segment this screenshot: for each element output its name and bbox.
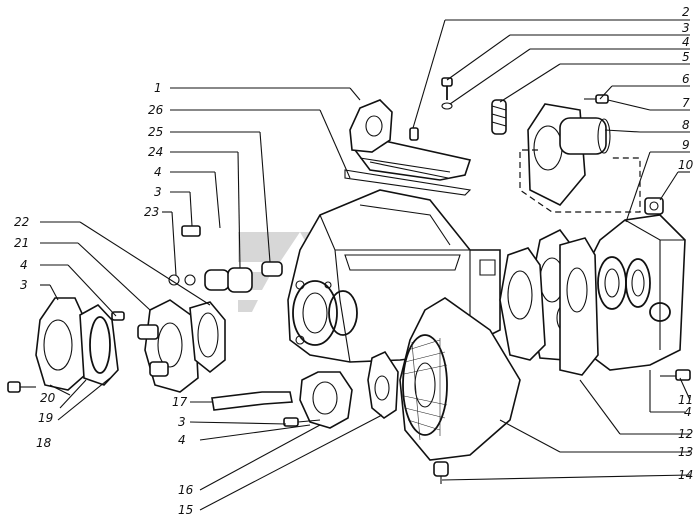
callout-4-left-upper: 4: [154, 165, 162, 179]
callout-4: 4: [682, 35, 690, 49]
left-cover: [7, 297, 125, 393]
callout-4-right: 4: [684, 405, 692, 419]
callout-3-lower: 3: [178, 415, 186, 429]
filter-assembly: [519, 94, 641, 213]
callout-6: 6: [682, 72, 690, 86]
callout-labels: 2 3 4 5 6 7 8 9 10 1 26 25 24 4 3 23 22 …: [14, 5, 694, 517]
top-small-parts: [409, 77, 507, 141]
callout-19: 19: [38, 411, 53, 425]
callout-16: 16: [178, 483, 194, 497]
callout-7: 7: [682, 96, 690, 110]
bell-housing-13: [399, 297, 521, 484]
callout-5: 5: [682, 50, 690, 64]
right-block: [589, 197, 686, 371]
callout-12: 12: [678, 427, 693, 441]
callout-3-left: 3: [20, 278, 28, 292]
callout-1: 1: [154, 81, 162, 95]
bolt-11: [660, 369, 691, 381]
callout-25: 25: [148, 125, 163, 139]
callout-8: 8: [682, 118, 690, 132]
callout-3-left-upper: 3: [154, 185, 162, 199]
callout-18: 18: [36, 436, 52, 450]
shaft-17: [211, 391, 321, 427]
top-cover-1: [344, 99, 472, 196]
callout-2: 2: [682, 5, 690, 19]
callout-3: 3: [682, 21, 690, 35]
gasket-set-12: [499, 228, 599, 376]
leader-lines: [40, 19, 691, 511]
callout-24: 24: [148, 145, 163, 159]
callout-4-left: 4: [20, 258, 28, 272]
callout-9: 9: [682, 138, 690, 152]
bushings: [168, 225, 283, 293]
callout-15: 15: [178, 503, 193, 517]
callout-17: 17: [172, 395, 188, 409]
callout-23: 23: [144, 205, 159, 219]
callout-11: 11: [678, 393, 693, 407]
callout-22: 22: [14, 215, 29, 229]
flange-16: [299, 350, 399, 429]
callout-13: 13: [678, 445, 693, 459]
callout-4-lower: 4: [178, 433, 186, 447]
callout-26: 26: [148, 103, 164, 117]
callout-20: 20: [40, 391, 56, 405]
callout-10: 10: [678, 158, 694, 172]
callout-21: 21: [14, 236, 29, 250]
left-pump: [137, 299, 226, 393]
callout-14: 14: [678, 468, 693, 482]
